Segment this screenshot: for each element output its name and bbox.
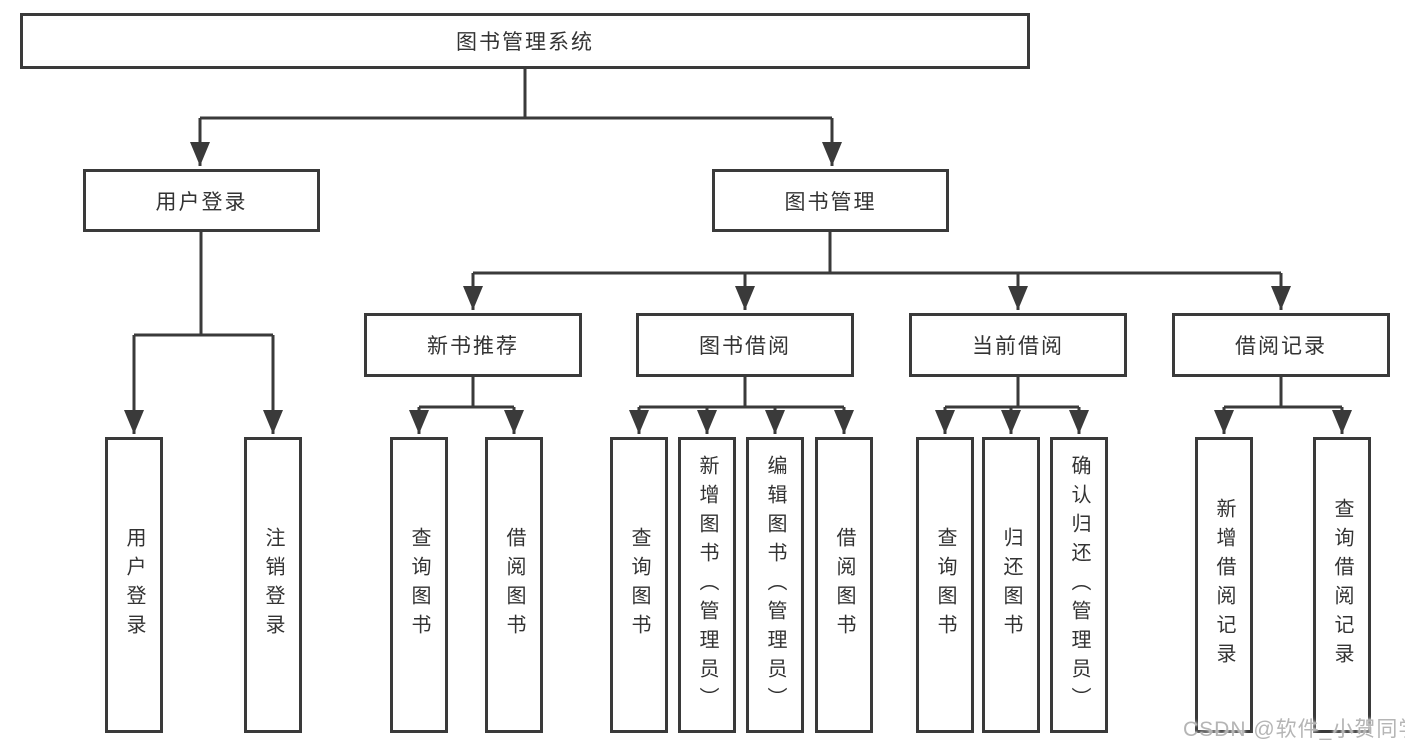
node-label: 新书推荐 <box>427 335 519 358</box>
leaf-edit-book-admin: 编辑图书（管理员） <box>746 437 804 733</box>
node-label: 用户登录 <box>123 527 145 643</box>
node-current-borrow: 当前借阅 <box>909 313 1127 377</box>
node-book-borrow: 图书借阅 <box>636 313 854 377</box>
leaf-query-borrow-record: 查询借阅记录 <box>1313 437 1371 733</box>
leaf-confirm-return-admin: 确认归还（管理员） <box>1050 437 1108 733</box>
leaf-query-books-borrow: 查询图书 <box>610 437 668 733</box>
node-label: 借阅图书 <box>503 527 525 643</box>
node-label: 当前借阅 <box>972 335 1064 358</box>
leaf-borrow-books: 借阅图书 <box>815 437 873 733</box>
node-label: 查询借阅记录 <box>1331 498 1353 672</box>
node-label: 注销登录 <box>262 527 284 643</box>
node-label: 图书管理 <box>784 190 877 214</box>
leaf-logout: 注销登录 <box>244 437 302 733</box>
node-label: 查询图书 <box>934 527 956 643</box>
leaf-query-books-recommend: 查询图书 <box>390 437 448 733</box>
node-new-book-recommend: 新书推荐 <box>364 313 582 377</box>
node-book-management: 图书管理 <box>712 169 949 232</box>
node-label: 新增借阅记录 <box>1213 498 1235 672</box>
node-label: 查询图书 <box>628 527 650 643</box>
node-label: 图书借阅 <box>699 335 791 358</box>
node-label: 归还图书 <box>1000 527 1022 643</box>
leaf-user-login: 用户登录 <box>105 437 163 733</box>
leaf-add-book-admin: 新增图书（管理员） <box>678 437 736 733</box>
node-label: 编辑图书（管理员） <box>764 454 786 716</box>
leaf-add-borrow-record: 新增借阅记录 <box>1195 437 1253 733</box>
node-borrow-records: 借阅记录 <box>1172 313 1390 377</box>
node-library-management-system: 图书管理系统 <box>20 13 1030 69</box>
node-label: 借阅记录 <box>1235 335 1327 358</box>
leaf-query-books-current: 查询图书 <box>916 437 974 733</box>
node-label: 图书管理系统 <box>456 31 594 54</box>
leaf-return-book: 归还图书 <box>982 437 1040 733</box>
node-label: 查询图书 <box>408 527 430 643</box>
leaf-borrow-books-recommend: 借阅图书 <box>485 437 543 733</box>
node-user-login: 用户登录 <box>83 169 320 232</box>
csdn-watermark: CSDN @软件_小贺同学 <box>1183 718 1405 741</box>
node-label: 确认归还（管理员） <box>1068 454 1090 716</box>
node-label: 用户登录 <box>155 190 248 214</box>
node-label: 新增图书（管理员） <box>696 454 718 716</box>
node-label: 借阅图书 <box>833 527 855 643</box>
